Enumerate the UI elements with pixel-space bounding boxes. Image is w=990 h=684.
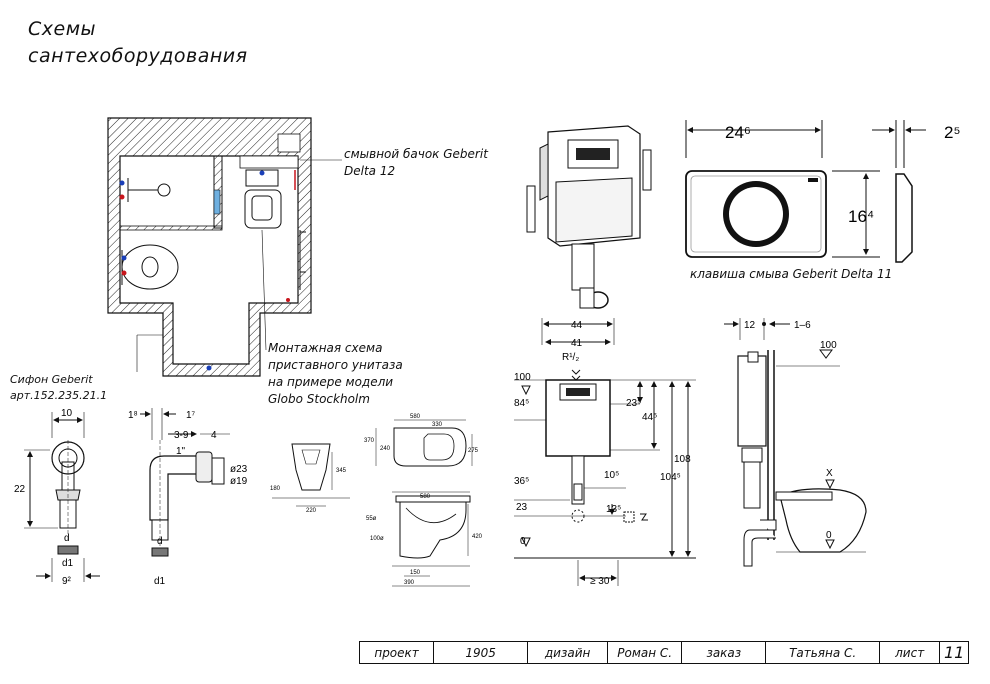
title-line-2: сантехоборудования: [28, 45, 248, 67]
siphon-d1-label: d1: [62, 558, 74, 569]
plate-depth-dim: 2⁵: [944, 123, 961, 142]
frame-w44: 44: [571, 320, 583, 331]
frame-r: R¹/₂: [562, 352, 579, 363]
frame-h108: 108: [674, 454, 691, 465]
wc-h240: 240: [380, 446, 391, 452]
side-dim-d1: d1: [154, 576, 166, 587]
frame-h36: 36⁵: [514, 476, 529, 487]
wc-h55: 55ø: [366, 516, 377, 522]
side-dim-b: 1⁷: [186, 410, 196, 421]
frame-h44: 44⁵: [642, 412, 657, 423]
frame-h100: 100: [514, 372, 531, 383]
cell-order-label: заказ: [682, 642, 767, 663]
wc-w150: 150: [410, 570, 421, 576]
siphon-height-dim: 22: [14, 484, 26, 495]
side-section: [724, 318, 867, 567]
side-dim-o19: ø19: [230, 476, 248, 487]
title-line-1: Схемы: [28, 18, 97, 40]
cell-sheet-label: лист: [880, 642, 941, 663]
cell-client: Татьяна С.: [766, 642, 880, 663]
wc-h275: 275: [468, 448, 479, 454]
wc-w220: 220: [306, 508, 317, 514]
frame-h23b: 23: [516, 502, 528, 513]
floor-plan: [107, 117, 342, 377]
siphon-top-dim: 10: [61, 408, 73, 419]
siphon-bottom-dim: 9²: [62, 576, 72, 587]
siphon-label: Сифон Geberit арт.152.235.21.1: [10, 373, 108, 402]
side-dim-d: d: [157, 536, 163, 547]
frame-zero: 0: [520, 536, 526, 547]
wc-h420: 420: [472, 534, 483, 540]
side-dim-a: 1⁸: [128, 410, 138, 421]
side-x: X: [826, 468, 833, 479]
plate-width-dim: 24⁶: [725, 123, 751, 142]
tank-label: смывной бачок Geberit Delta 12: [344, 147, 488, 178]
flush-tank-illustration: [526, 125, 652, 309]
side-w12: 12: [744, 320, 756, 331]
cell-design-label: дизайн: [528, 642, 609, 663]
wc-t580: 580: [420, 494, 431, 500]
frame-w41: 41: [571, 338, 583, 349]
wc-w330: 330: [432, 422, 443, 428]
wc-side: [392, 491, 471, 587]
page-title: Схемы сантехоборудования: [28, 16, 248, 70]
flush-plate-label: клавиша смыва Geberit Delta 11: [690, 267, 893, 281]
frame-h13: 13⁵: [606, 504, 621, 515]
side-dim-four: 4: [211, 430, 217, 441]
cell-project-number: 1905: [434, 642, 529, 663]
wc-h180: 180: [270, 486, 281, 492]
plate-height-dim: 16⁴: [848, 207, 874, 226]
cell-project-label: проект: [360, 642, 435, 663]
wc-h345: 345: [336, 468, 347, 474]
frame-h84: 84⁵: [514, 398, 529, 409]
wc-top: [375, 419, 473, 467]
wc-w390: 390: [404, 580, 415, 586]
cell-designer: Роман С.: [608, 642, 683, 663]
side-h100: 100: [820, 340, 837, 351]
side-dim-range: 3-9: [174, 430, 189, 441]
siphon-d-label: d: [64, 533, 70, 544]
wc-w580: 580: [410, 414, 421, 420]
side-dim-o23: ø23: [230, 464, 248, 475]
side-dim-inch: 1": [176, 446, 186, 457]
wc-front: [272, 443, 350, 507]
siphon-side: [140, 408, 230, 557]
frame-w30: ≥ 30: [590, 576, 610, 587]
frame-h10: 10⁵: [604, 470, 619, 481]
title-block: проект 1905 дизайн Роман С. заказ Татьян…: [359, 641, 969, 664]
wc-h100: 100ø: [370, 536, 384, 542]
wc-h370: 370: [364, 438, 375, 444]
frame-front-drawing: [514, 318, 696, 586]
side-zero: 0: [826, 530, 832, 541]
flush-plate: [685, 120, 926, 263]
side-w16: 1–6: [794, 320, 811, 331]
cell-sheet-number: 11: [943, 643, 965, 662]
frame-h23: 23⁵: [626, 398, 641, 409]
frame-h104: 104⁵: [660, 472, 681, 483]
mount-scheme-label: Монтажная схема приставного унитаза на п…: [268, 341, 403, 406]
siphon-front: [24, 412, 100, 582]
